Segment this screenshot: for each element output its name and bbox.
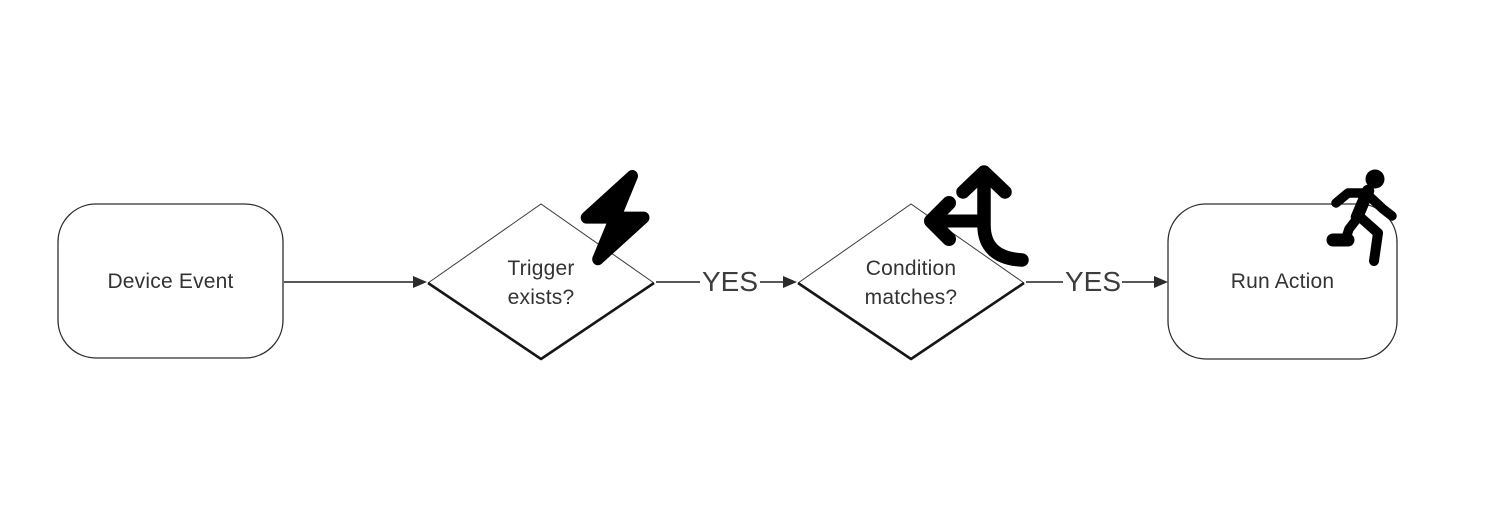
node-device-event-label: Device Event	[107, 269, 234, 293]
node-condition-matches-label: Condition matches?	[864, 257, 958, 309]
arrowhead-icon	[783, 276, 797, 288]
node-trigger-exists-label: Trigger exists?	[507, 257, 575, 309]
node-condition-matches	[797, 203, 1025, 361]
node-trigger-exists	[427, 203, 655, 361]
edge-trigger-to-condition	[656, 276, 797, 288]
node-device-event	[57, 203, 284, 359]
edge-label-yes-2: YES	[1064, 266, 1122, 297]
arrowhead-icon	[413, 276, 427, 288]
arrowhead-icon	[1154, 276, 1168, 288]
lightning-bolt-icon	[580, 169, 650, 266]
edge-device-to-trigger	[284, 276, 427, 288]
node-run-action-label: Run Action	[1230, 270, 1335, 293]
edge-label-yes-1: YES	[701, 266, 759, 297]
split-arrows-icon	[924, 165, 1029, 267]
edge-condition-to-action	[1026, 276, 1168, 288]
running-person-icon	[1326, 169, 1397, 266]
